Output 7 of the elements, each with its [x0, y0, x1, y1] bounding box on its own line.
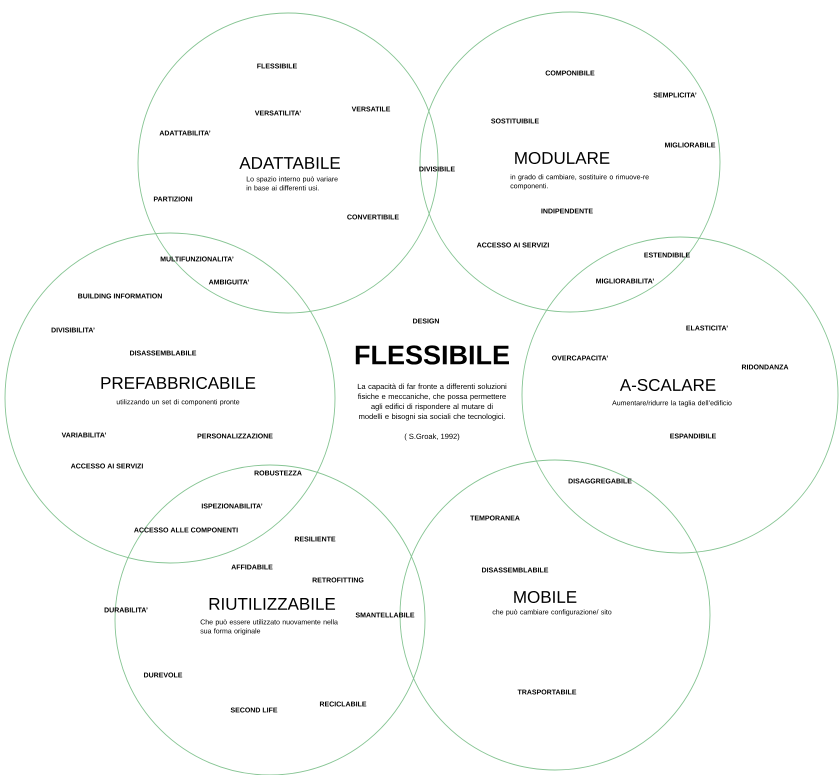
circle-title: ADATTABILE [239, 157, 340, 169]
circle-title: MODULARE [515, 152, 610, 164]
circle-title: A-SCALARE [620, 378, 716, 392]
circle-title: MOBILE [514, 590, 576, 604]
main-title: FLESSIBILE [356, 345, 509, 365]
circle-title: RIUTILIZZABILE [210, 598, 336, 610]
circle-title: PREFABBRICABILE [101, 376, 256, 390]
